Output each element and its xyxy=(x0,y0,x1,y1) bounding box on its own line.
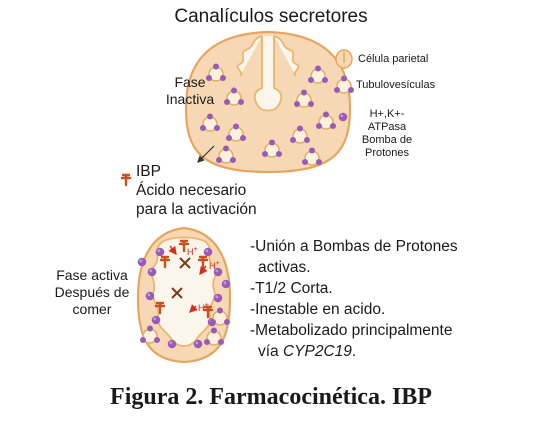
legend-tubulovesicles-label: Tubulovesículas xyxy=(356,79,436,91)
proton-arrow xyxy=(189,304,198,313)
ibp-text: IBP Ácido necesario para la activación xyxy=(136,163,257,218)
legend-parietal-cell-label: Célula parietal xyxy=(358,53,429,65)
open-canaliculus xyxy=(150,236,217,347)
blocked-mark xyxy=(171,287,183,299)
proton-pump xyxy=(213,293,223,303)
legend-parietal-cell-icon xyxy=(335,49,353,69)
transition-arrow xyxy=(197,145,215,163)
proton-label: H+ xyxy=(209,258,220,271)
proton-arrow xyxy=(199,265,208,276)
secretory-canaliculi xyxy=(236,35,300,112)
proton-label: H+ xyxy=(187,244,198,257)
legend-proton-pump-icon xyxy=(338,112,348,122)
phase-inactive-label: Fase Inactiva xyxy=(165,74,215,107)
proton-pump xyxy=(147,267,157,277)
secretory-canaliculi-label: Canalículos secretores xyxy=(174,6,368,27)
legend-pump-label: H+,K+-ATPasa Bomba de Protones xyxy=(361,108,413,159)
blocked-mark xyxy=(179,257,191,269)
parietal-cell-active xyxy=(136,226,232,364)
proton-pump xyxy=(137,257,147,267)
proton-pump xyxy=(167,339,177,349)
proton-pump xyxy=(155,247,165,257)
proton-pump xyxy=(203,247,213,257)
proton-arrow xyxy=(168,245,177,256)
proton-pump xyxy=(151,315,161,325)
figure-caption: Figura 2. Farmacocinética. IBP xyxy=(110,384,432,410)
phase-active-label: Fase activa Después de comer xyxy=(54,267,130,317)
proton-label: H+ xyxy=(198,300,209,313)
pharmacokinetics-notes: -Unión a Bombas de Protones activas. -T1… xyxy=(250,238,458,360)
proton-pump xyxy=(221,279,231,289)
proton-pump xyxy=(193,339,203,349)
parietal-cell-inactive xyxy=(184,30,352,174)
proton-pump xyxy=(145,291,155,301)
ibp-drug-icon xyxy=(120,173,132,187)
